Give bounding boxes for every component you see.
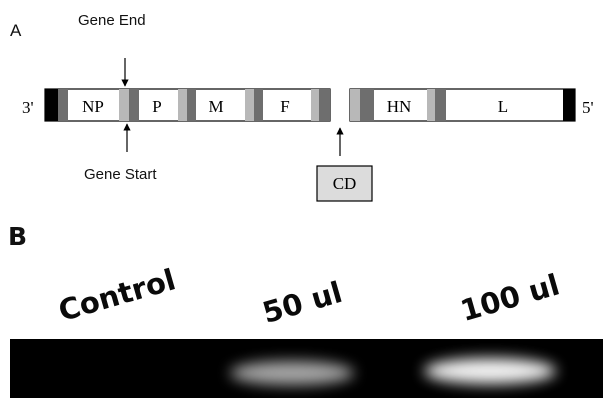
m-gene-start-block	[187, 89, 196, 121]
lane-label-50ul: 50 ul	[258, 274, 346, 330]
hn-gene-start-block	[360, 89, 374, 121]
gene-l-label: L	[498, 97, 508, 116]
end-5-label: 5'	[582, 98, 594, 117]
gel-band-50ul	[230, 361, 354, 385]
gene-np-label: NP	[82, 97, 104, 116]
genome-right-segment: HN L	[349, 88, 576, 122]
np-gene-end-block	[119, 89, 129, 121]
end-3-label: 3'	[22, 98, 34, 117]
np-gene-start-block	[58, 89, 68, 121]
gel-band-100ul	[424, 358, 556, 384]
genome-left-segment: NP P M F	[44, 88, 331, 122]
l-gene-start-block	[435, 89, 446, 121]
gene-f-label: F	[280, 97, 289, 116]
panel-a-label: A	[10, 21, 22, 40]
lane-label-control: Control	[54, 262, 180, 328]
gene-end-label: Gene End	[78, 12, 146, 29]
gel-image	[10, 339, 603, 398]
p-gene-end-block	[178, 89, 187, 121]
left-segment-end-block	[319, 89, 330, 121]
gene-hn-label: HN	[387, 97, 412, 116]
lane-label-100ul: 100 ul	[456, 267, 564, 328]
left-terminal-block	[45, 89, 58, 121]
cd-insert-label: CD	[333, 174, 357, 193]
f-gene-end-block	[311, 89, 319, 121]
cd-insert-box	[316, 165, 373, 202]
gene-start-label: Gene Start	[84, 166, 157, 183]
genome-right-backbone	[349, 88, 576, 122]
genome-map-diagram: 3' 5' NP P M F HN L CD	[22, 58, 594, 202]
hn-gene-end-block	[427, 89, 435, 121]
p-gene-start-block	[129, 89, 139, 121]
gene-m-label: M	[208, 97, 223, 116]
panel-b-label: B	[8, 222, 28, 251]
gene-p-label: P	[152, 97, 161, 116]
right-terminal-block	[563, 89, 575, 121]
right-segment-start-block	[350, 89, 360, 121]
f-gene-start-block	[254, 89, 263, 121]
m-gene-end-block	[245, 89, 254, 121]
